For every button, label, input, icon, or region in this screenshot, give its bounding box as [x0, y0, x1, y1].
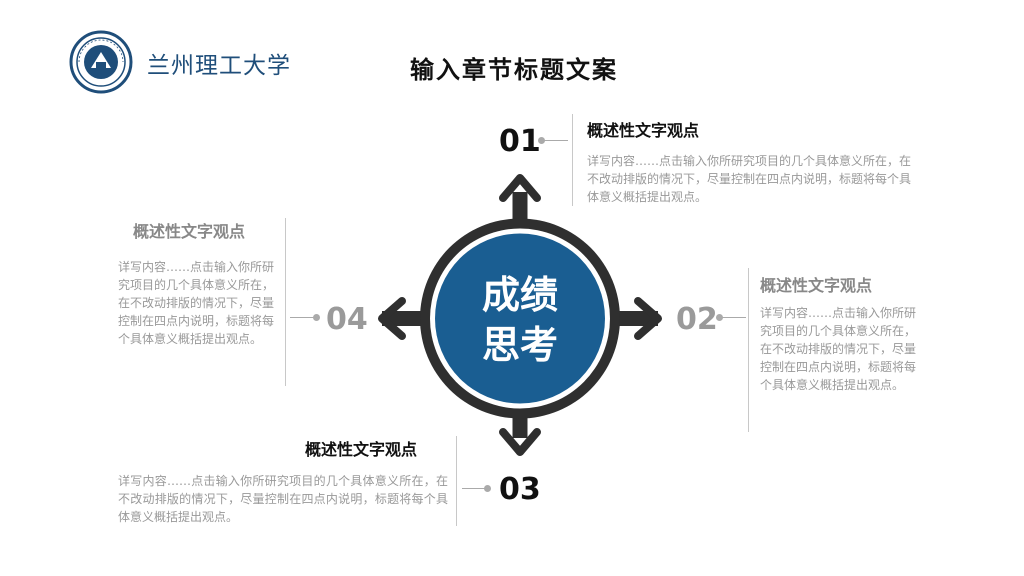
connector-02 — [718, 317, 746, 318]
connector-dot-04 — [313, 314, 320, 321]
center-text-line2: 思考 — [482, 323, 558, 367]
connector-dot-02 — [716, 314, 723, 321]
item-body-01: 详写内容……点击输入你所研究项目的几个具体意义所在，在不改动排版的情况下，尽量控… — [587, 154, 912, 204]
item-body-03: 详写内容……点击输入你所研究项目的几个具体意义所在，在不改动排版的情况下，尽量控… — [118, 474, 448, 524]
connector-01 — [540, 140, 568, 141]
divider-01 — [572, 114, 573, 206]
center-text-line1: 成绩 — [482, 273, 558, 317]
connector-dot-01 — [538, 137, 545, 144]
divider-02 — [748, 268, 749, 432]
item-number-02: 02 — [676, 302, 718, 337]
connector-03 — [462, 488, 490, 489]
divider-04 — [285, 218, 286, 386]
item-body-04: 详写内容……点击输入你所研究项目的几个具体意义所在，在不改动排版的情况下，尽量控… — [118, 260, 275, 346]
item-heading-01: 概述性文字观点 — [587, 121, 700, 140]
item-number-01: 01 — [499, 124, 541, 159]
page-title: 输入章节标题文案 — [410, 56, 618, 84]
connector-04 — [290, 317, 318, 318]
school-name: 兰州理工大学 — [147, 53, 291, 79]
item-heading-03: 概述性文字观点 — [305, 440, 418, 459]
connector-dot-03 — [484, 485, 491, 492]
item-body-02: 详写内容……点击输入你所研究项目的几个具体意义所在，在不改动排版的情况下，尽量控… — [760, 306, 917, 392]
item-heading-02: 概述性文字观点 — [760, 276, 873, 295]
university-logo — [69, 30, 133, 94]
item-number-03: 03 — [499, 472, 541, 507]
item-heading-04: 概述性文字观点 — [133, 222, 246, 241]
center-diagram: 成绩 思考 — [378, 174, 662, 456]
divider-03 — [456, 436, 457, 526]
item-number-04: 04 — [326, 302, 368, 337]
